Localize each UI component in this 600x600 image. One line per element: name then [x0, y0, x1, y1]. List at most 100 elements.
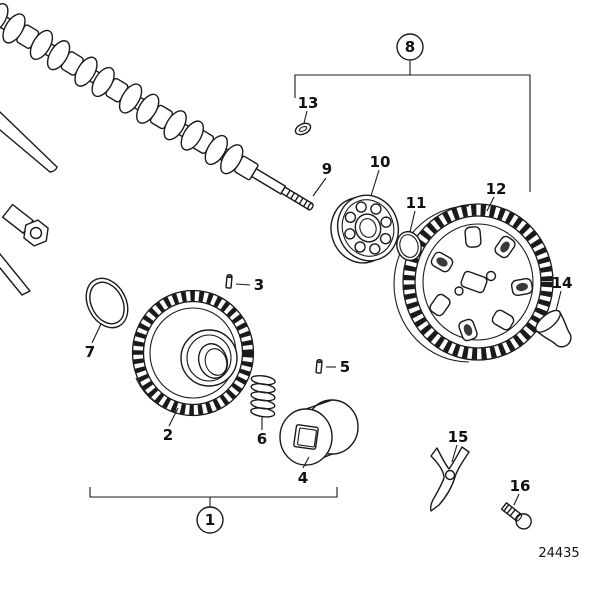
- shaft-end-face: [307, 202, 314, 211]
- gear-outer-circle: [402, 203, 554, 361]
- leader-2: [168, 407, 179, 427]
- gear-face-circle: [422, 223, 534, 341]
- gear-bore: [197, 343, 229, 379]
- part-4-bushing: [279, 399, 359, 466]
- part-16-screw: [500, 502, 532, 530]
- bearing-ball: [379, 232, 392, 245]
- block-edge-line: [0, 253, 32, 296]
- fork-hole: [444, 469, 456, 481]
- gear-teeth-ring: [133, 291, 253, 415]
- callout-15: 15: [448, 428, 469, 446]
- bearing-ball: [380, 216, 392, 228]
- pin-body: [315, 360, 323, 374]
- part-10-bearing: [330, 194, 399, 264]
- hub-pin: [454, 286, 464, 296]
- block-edge-line: [0, 129, 58, 173]
- callout-6: 6: [257, 430, 267, 448]
- hub-pin: [485, 270, 497, 282]
- leader-11: [409, 210, 416, 233]
- cam-lobe: [46, 40, 71, 71]
- cam-lobe: [180, 120, 204, 151]
- bearing-ball: [344, 211, 357, 224]
- screw-head-seat: [514, 513, 523, 522]
- bearing-ball: [369, 243, 381, 255]
- callout-8-circle: [396, 33, 424, 61]
- block-edge-line: [0, 111, 58, 168]
- weight-cup: [464, 226, 482, 248]
- callout-14: 14: [552, 274, 573, 292]
- callout-1-circle: [196, 506, 224, 534]
- callout-labels: 1 2 3 4 5 6 7 8 9 10 11 12 13 14 15 16: [85, 33, 573, 534]
- bracket-line: [89, 487, 338, 498]
- callout-1-bracket: [89, 487, 338, 508]
- part-14-plug: [535, 309, 572, 348]
- part-5-pin: [315, 358, 323, 374]
- weight-cup-hole: [500, 241, 510, 253]
- leader-9: [312, 177, 327, 197]
- part-11-ring: [396, 230, 422, 262]
- weight-cup: [491, 309, 515, 331]
- hex-nut: [23, 219, 49, 247]
- gear-bore-depth: [204, 348, 228, 376]
- screw-head: [515, 513, 532, 530]
- camshaft-nose: [250, 168, 287, 195]
- part-13-clip: [294, 122, 312, 136]
- bushing-square-bore-depth: [297, 427, 317, 448]
- oring-outer: [85, 277, 129, 329]
- leader-12: [486, 196, 495, 212]
- leader-lines: [91, 110, 562, 506]
- thread-line: [290, 192, 296, 200]
- callout-9: 9: [322, 160, 332, 178]
- hub-block: [460, 270, 488, 294]
- pin-body: [225, 275, 233, 289]
- callout-7: 7: [85, 343, 95, 361]
- thread-line: [302, 199, 308, 208]
- engine-block-fragment: [0, 111, 58, 296]
- bushing-square-bore: [293, 424, 319, 450]
- plug-face: [535, 309, 561, 333]
- thread-line: [298, 197, 304, 205]
- weight-cup-hole: [436, 257, 448, 267]
- leader-14: [555, 290, 562, 312]
- thread-line: [509, 508, 516, 517]
- gear-outer-circle: [131, 289, 255, 417]
- cam-lobe: [91, 66, 115, 98]
- oring-inner: [89, 281, 125, 325]
- leader-13: [303, 110, 308, 124]
- gear-rim-depth: [393, 205, 470, 363]
- part-12-balance-gear: [393, 203, 554, 363]
- callout-13: 13: [298, 94, 319, 112]
- thread-line: [294, 194, 300, 203]
- clip-inner: [298, 125, 308, 133]
- cam-lobe: [0, 3, 9, 34]
- cam-lobe: [2, 13, 26, 44]
- leader-16: [513, 493, 520, 506]
- cam-lobe: [204, 134, 228, 166]
- spring-coil: [250, 407, 276, 418]
- cam-lobe: [29, 29, 54, 60]
- gear-teeth-ring: [403, 204, 553, 360]
- cam-lobe: [118, 83, 143, 114]
- gear-hub-step: [186, 334, 232, 382]
- bearing-outer-race-inner-edge: [341, 199, 395, 257]
- weight-cup: [429, 293, 451, 317]
- part-6-spring: [250, 374, 276, 418]
- bearing-ball: [355, 201, 367, 213]
- camshaft: [0, 3, 314, 211]
- bearing-ball: [344, 228, 356, 240]
- callout-10: 10: [370, 153, 391, 171]
- callout-3: 3: [254, 276, 264, 294]
- callout-4: 4: [298, 469, 308, 487]
- bearing-bore: [359, 218, 377, 238]
- pendulum-weights: [429, 226, 534, 342]
- plug-body: [535, 310, 572, 348]
- callout-16: 16: [510, 477, 531, 495]
- part-2-gear: [131, 289, 255, 417]
- callout-8-bracket: [294, 61, 531, 192]
- cam-lobe: [163, 110, 187, 141]
- part-7-oring: [85, 277, 129, 329]
- bushing-top-edge: [305, 399, 333, 410]
- callout-1: 1: [205, 511, 215, 529]
